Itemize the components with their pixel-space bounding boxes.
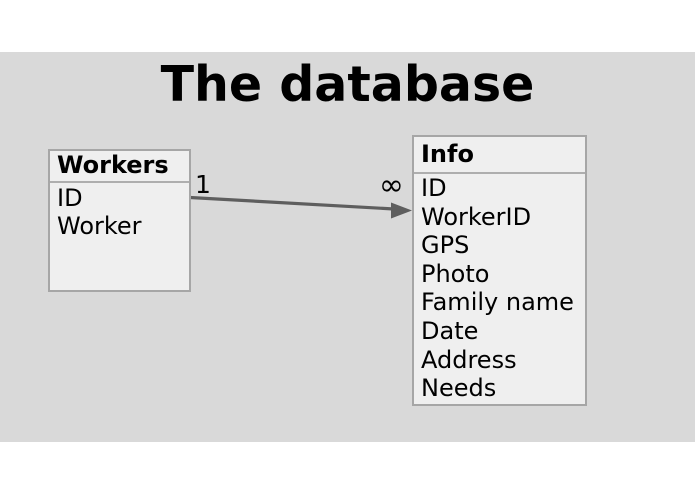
slide-title: The database: [160, 56, 535, 113]
cardinality-infinity-label: ∞: [379, 168, 404, 203]
info-field-list: ID WorkerID GPS Photo Family name Date A…: [414, 174, 585, 403]
workers-field-list: ID Worker: [50, 183, 189, 240]
field-row: Photo: [421, 259, 490, 288]
field-row: Family name: [421, 288, 574, 317]
field-row: Worker: [57, 212, 142, 240]
field-row: WorkerID: [421, 202, 532, 231]
slide: The database Workers ID Worker Info ID W…: [0, 52, 695, 442]
cardinality-one-label: 1: [195, 170, 211, 199]
info-table-title: Info: [414, 137, 585, 174]
field-row: Needs: [421, 374, 497, 403]
field-row: GPS: [421, 231, 470, 260]
workers-table-title: Workers: [50, 151, 189, 183]
relationship-arrowhead: [391, 202, 412, 219]
field-row: Date: [421, 316, 479, 345]
info-table: Info ID WorkerID GPS Photo Family name D…: [412, 135, 587, 406]
relationship-line: [189, 195, 395, 211]
workers-table: Workers ID Worker: [48, 149, 191, 292]
field-row: ID: [421, 174, 447, 202]
field-row: ID: [57, 184, 83, 212]
field-row: Address: [421, 345, 517, 374]
